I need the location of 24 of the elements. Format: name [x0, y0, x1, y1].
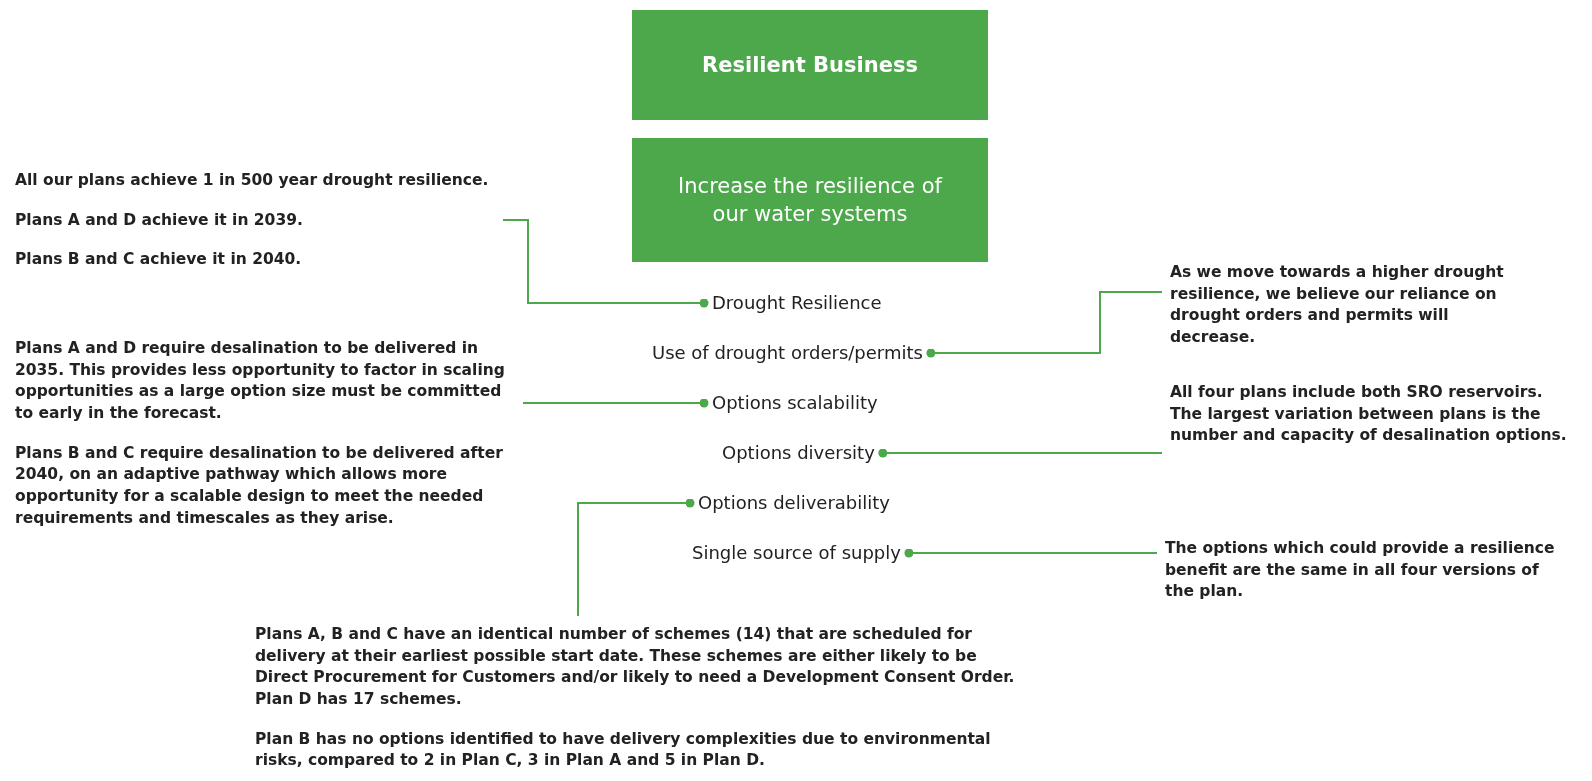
- criterion-label: Options deliverability: [698, 490, 890, 516]
- note-text: All four plans include both SRO reservoirs. The largest variation between plans is the number and capacity of desalination options.: [1170, 382, 1580, 448]
- criterion-label: Drought Resilience: [712, 290, 882, 316]
- criterion-label: Use of drought orders/permits: [652, 340, 923, 366]
- note-text: As we move towards a higher drought resilience, we believe our reliance on drought orders and permits will decrease.: [1170, 262, 1510, 349]
- goal-box: Resilient Business: [632, 10, 988, 120]
- note-paragraph: Plan B has no options identified to have delivery complexities due to environmental risks, compared to 2 in Plan C, 3 in Plan A and 5 in Plan D.: [255, 728, 992, 772]
- leader-line: [926, 291, 1163, 358]
- criterion-label: Options scalability: [712, 390, 878, 416]
- note-text: The options which could provide a resilience benefit are the same in all four versions of the plan.: [1165, 538, 1565, 604]
- criterion-label: Options diversity: [722, 440, 875, 466]
- note-paragraph: Plans A and D require desalination to be delivered in 2035. This provides less opportunity to factor in scaling opportunities as a large option size must be committed to early in the forecast.: [15, 338, 506, 425]
- leader-line: [502, 219, 709, 308]
- objective-box: Increase the resilience of our water systems: [632, 138, 988, 262]
- leader-line: [522, 398, 709, 408]
- note-paragraph: Plans B and C require desalination to be delivered after 2040, on an adaptive pathway which allows more opportunity for a scalable design to meet the needed requirements and timescales as they arise.: [15, 442, 504, 529]
- leader-line: [904, 548, 1158, 558]
- leader-line: [878, 448, 1163, 458]
- note-paragraph: Plans A and D achieve it in 2039.: [15, 209, 304, 231]
- note-paragraph: All our plans achieve 1 in 500 year drought resilience.: [15, 170, 490, 191]
- leader-line: [577, 498, 695, 617]
- note-paragraph: Plans B and C achieve it in 2040.: [15, 249, 303, 271]
- note-paragraph: Plans A, B and C have an identical number of schemes (14) that are scheduled for delivery at their earliest possible start date. These schemes are either likely to be Direct Procurement for Customers and/or likely to need a Development Consent Order. Plan D has 17 schemes.: [255, 624, 1015, 711]
- criterion-label: Single source of supply: [692, 540, 901, 566]
